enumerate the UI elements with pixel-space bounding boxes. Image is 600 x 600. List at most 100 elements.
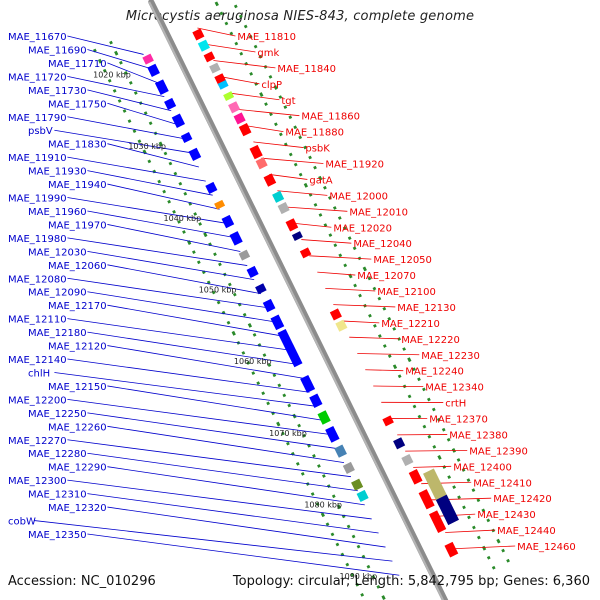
leader-line <box>293 222 332 228</box>
tick-dot <box>303 145 307 150</box>
gene-label-right: clpP <box>261 80 282 91</box>
tick-dot <box>259 92 264 97</box>
gene-label-left: MAE_12260 <box>48 422 107 433</box>
tick-dot <box>182 230 186 234</box>
gene-label-right: gatA <box>309 175 332 186</box>
tick-dot <box>346 524 351 529</box>
tick-dot <box>402 347 406 351</box>
gene-label-left: MAE_11930 <box>28 167 87 178</box>
gene-label-left: MAE_12250 <box>28 409 87 420</box>
tick-dot <box>351 534 356 539</box>
tick-dot <box>293 162 298 167</box>
gene-label-left: MAE_12120 <box>48 342 107 353</box>
tick-dot <box>293 125 298 130</box>
tick-dot <box>362 266 367 272</box>
leader-line <box>67 277 269 309</box>
gene-block <box>300 374 316 393</box>
tick-dot <box>407 394 412 399</box>
tick-dot <box>122 109 127 113</box>
leader-line <box>67 75 165 98</box>
tick-dot <box>382 344 387 348</box>
tick-dot <box>447 475 452 479</box>
gene-block <box>203 51 216 63</box>
gene-label-right: MAE_12000 <box>329 191 388 202</box>
tick-dot <box>198 222 203 226</box>
leader-line <box>107 264 262 295</box>
gene-block <box>393 437 406 450</box>
leader-line <box>107 62 158 83</box>
tick-dot <box>109 40 113 45</box>
tick-dot <box>286 441 290 446</box>
tick-dot <box>338 253 343 258</box>
tick-dot <box>264 102 268 106</box>
tick-dot <box>501 548 505 553</box>
tick-dot <box>323 185 327 190</box>
tick-dot <box>471 488 476 493</box>
tick-dot <box>382 306 387 311</box>
leader-line <box>67 116 186 140</box>
gene-block <box>164 97 177 111</box>
tick-dot <box>242 312 247 317</box>
scale-label: 1040 kbp <box>164 214 202 223</box>
gene-label-left: MAE_11670 <box>8 32 67 43</box>
tick-dot <box>229 31 234 36</box>
leader-line <box>325 287 376 292</box>
gene-label-right: MAE_12410 <box>473 478 532 489</box>
gene-block <box>214 199 226 210</box>
gene-label-right: MAE_12070 <box>357 271 416 282</box>
tick-dot <box>457 495 461 500</box>
tick-dot <box>127 119 132 123</box>
gene-block <box>197 39 210 52</box>
tick-dot <box>317 464 321 468</box>
tick-dot <box>157 179 162 184</box>
gene-label-right: MAE_11860 <box>301 112 360 123</box>
tick-dot <box>491 565 496 570</box>
tick-dot <box>158 141 163 147</box>
tick-dot <box>377 334 382 338</box>
tick-dot <box>427 434 432 439</box>
gene-label-left: MAE_12180 <box>28 328 87 339</box>
tick-dot <box>310 492 315 496</box>
gene-block <box>285 218 299 232</box>
gene-block <box>270 314 285 331</box>
leader-line <box>229 92 280 101</box>
leader-lines <box>34 27 516 576</box>
scale-label: 1020 kbp <box>93 70 131 79</box>
gene-block <box>401 453 414 467</box>
tick-dot <box>481 545 487 551</box>
gene-block <box>291 231 303 241</box>
leader-line <box>87 170 213 196</box>
gene-label-left: MAE_12280 <box>28 449 87 460</box>
gene-block <box>329 308 342 321</box>
tick-dot <box>441 427 446 432</box>
gene-label-right: MAE_12220 <box>401 335 460 346</box>
gene-block <box>444 541 459 558</box>
gene-label-left: MAE_11750 <box>48 99 107 110</box>
gene-label-left: MAE_12200 <box>8 395 67 406</box>
scale-label: 1080 kbp <box>304 501 342 510</box>
gene-label-right: MAE_12420 <box>493 494 552 505</box>
tick-dot <box>313 165 317 170</box>
gene-block <box>142 53 154 65</box>
gene-label-right: MAE_11880 <box>285 128 344 139</box>
leader-line <box>269 174 308 180</box>
leader-line <box>87 210 234 238</box>
tick-dot <box>227 282 232 287</box>
tick-dot <box>343 263 348 268</box>
leader-line <box>107 143 199 168</box>
tick-dot <box>114 50 119 56</box>
leader-line <box>107 102 179 126</box>
gene-block <box>205 181 218 195</box>
leader-line <box>87 331 296 365</box>
tick-dot <box>162 189 167 194</box>
gene-label-right: MAE_12100 <box>377 287 436 298</box>
tick-dot <box>119 60 123 65</box>
gene-block <box>351 478 364 491</box>
tick-dot <box>486 518 491 523</box>
gene-label-left: psbV <box>28 126 53 137</box>
tick-dot <box>337 216 342 220</box>
gene-label-left: MAE_11730 <box>28 86 87 97</box>
gene-label-right: gmk <box>257 48 279 59</box>
gene-block <box>171 113 185 128</box>
